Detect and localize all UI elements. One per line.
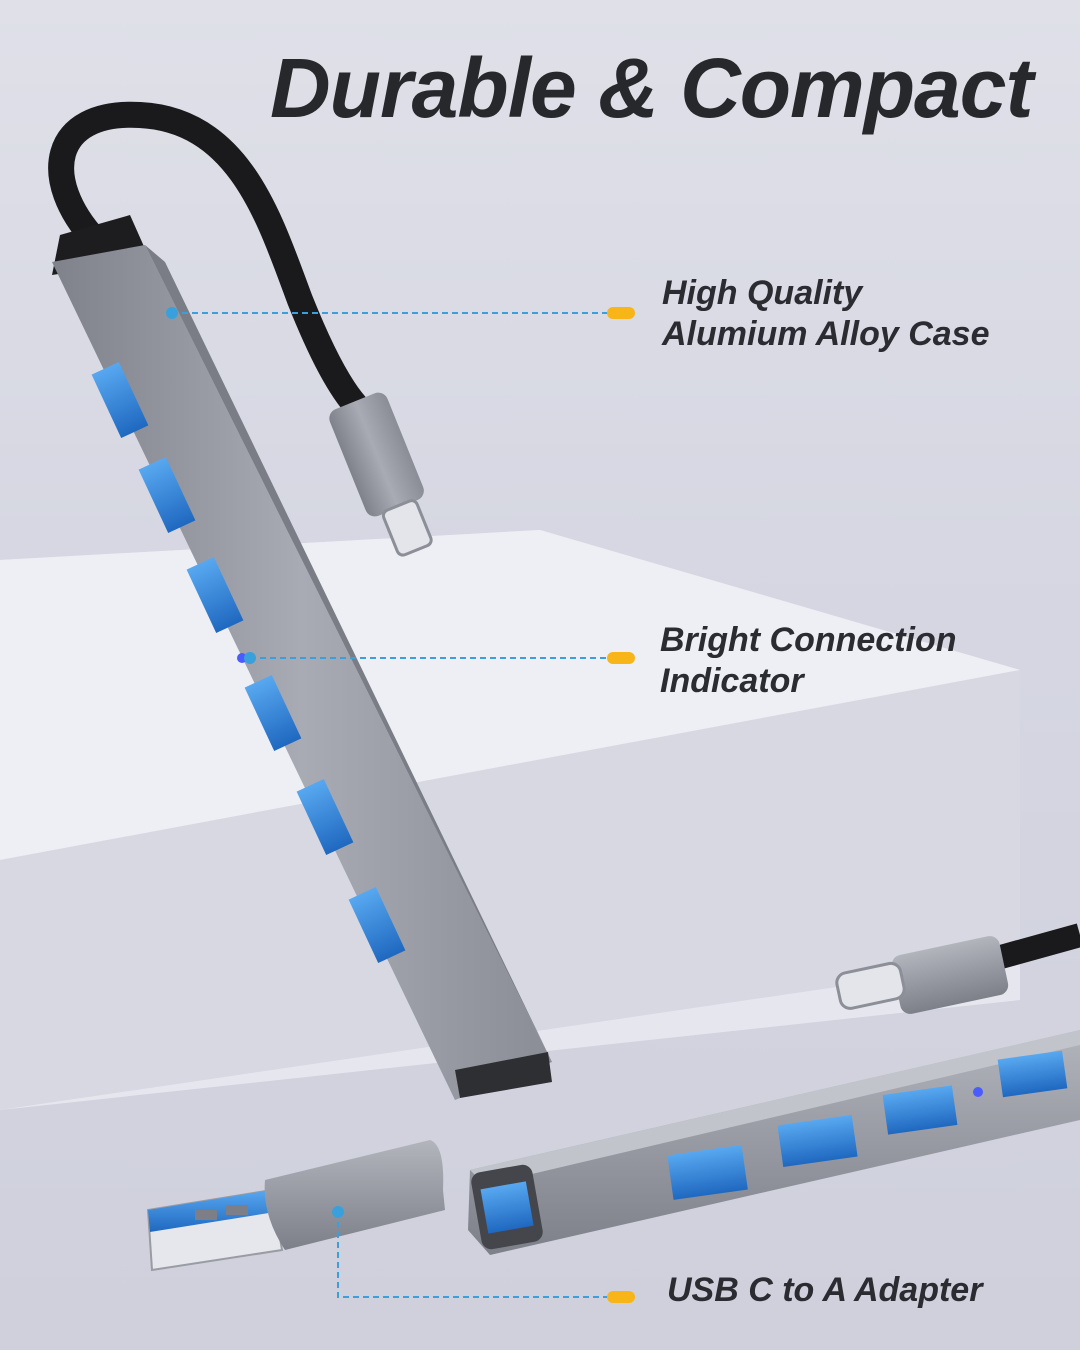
callout-indicator: Bright Connection Indicator <box>660 620 957 702</box>
usb-ports-2 <box>667 1050 1068 1200</box>
indicator-led-2 <box>973 1087 983 1097</box>
cable <box>48 101 373 423</box>
callout-line: Alumium Alloy Case <box>662 315 990 353</box>
usb-c-connector <box>329 392 433 557</box>
callout-alloy-case: High Quality Alumium Alloy Case <box>662 273 989 355</box>
callout-line: Indicator <box>660 662 804 700</box>
leader-lines <box>166 307 635 1303</box>
horizontal-hub <box>468 1030 1080 1255</box>
callout-line: High Quality <box>662 274 863 312</box>
callout-line: Bright Connection <box>660 621 957 659</box>
vertical-hub <box>52 215 552 1100</box>
usb-ports <box>91 361 406 964</box>
callout-adapter: USB C to A Adapter <box>667 1270 982 1311</box>
cable-2 <box>986 923 1080 972</box>
usb-c-to-a-adapter <box>146 1140 445 1272</box>
usb-c-connector-2 <box>835 936 1009 1014</box>
indicator-led <box>237 653 247 663</box>
callout-line: USB C to A Adapter <box>667 1271 983 1309</box>
page-title: Durable & Compact <box>270 41 1033 135</box>
